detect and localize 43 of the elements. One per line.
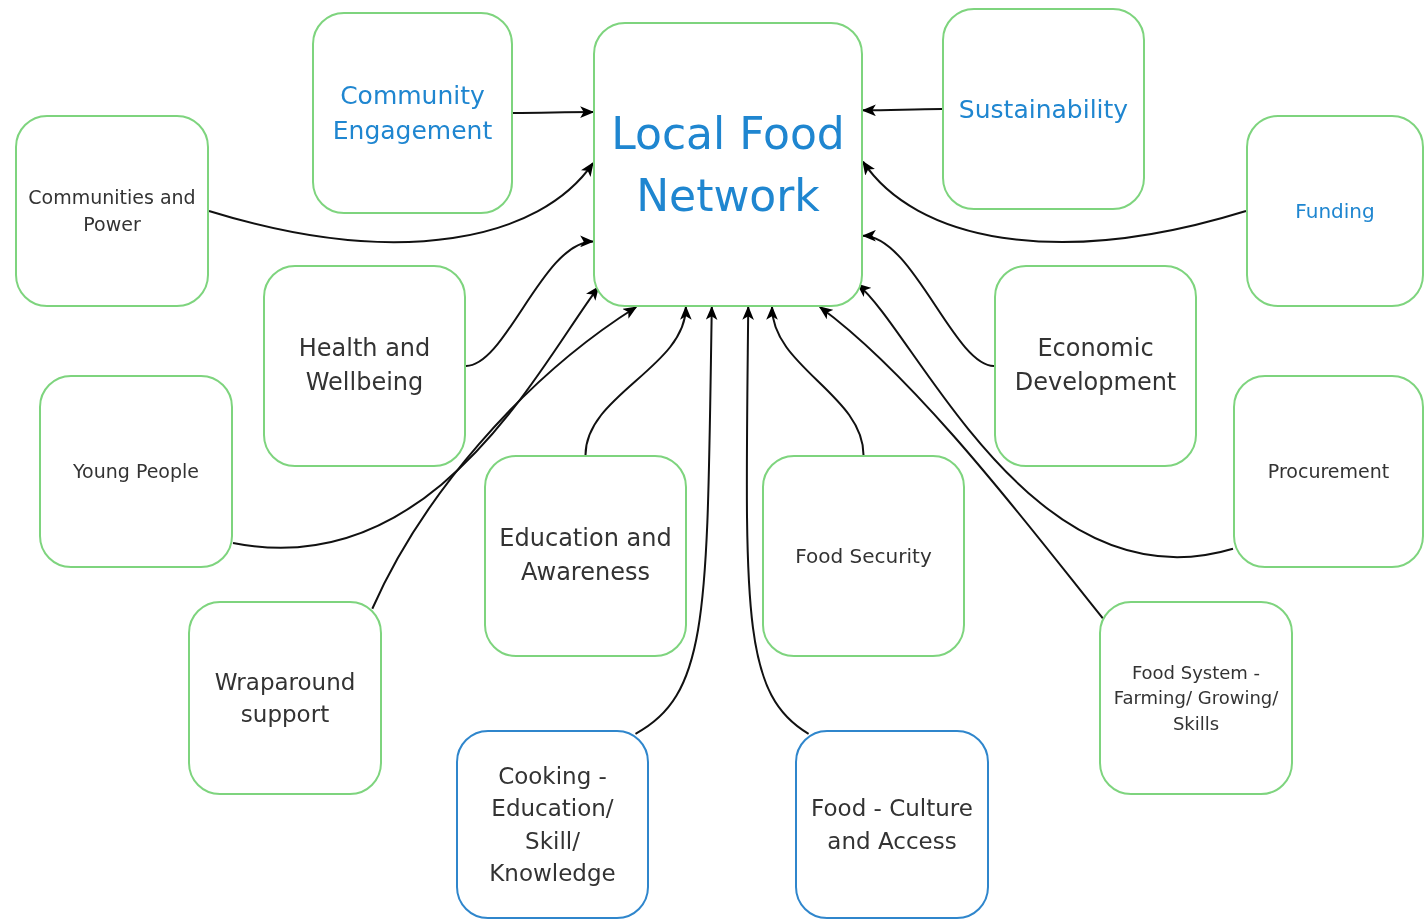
node-label: Wraparound support xyxy=(213,667,357,729)
node-label: Sustainability xyxy=(958,93,1129,126)
topic-box xyxy=(188,601,382,795)
node-label: Economic Development xyxy=(1013,333,1178,398)
topic-box xyxy=(762,455,965,657)
arrow xyxy=(584,305,690,456)
arrow xyxy=(208,162,594,243)
arrow xyxy=(371,306,638,610)
node-label: Communities and Power xyxy=(27,185,197,237)
topic-box xyxy=(942,8,1145,210)
topic-box xyxy=(1233,375,1424,568)
arrow xyxy=(512,106,595,118)
node-label: Food Security xyxy=(795,543,932,570)
topic-box xyxy=(15,115,209,307)
arrow xyxy=(818,306,1104,620)
node-label: Health and Wellbeing xyxy=(297,333,432,398)
topic-box xyxy=(263,265,466,467)
arrow xyxy=(767,305,865,456)
topic-box xyxy=(484,455,687,657)
arrow xyxy=(861,232,995,367)
topic-box xyxy=(994,265,1197,467)
node-label: Education and Awareness xyxy=(498,523,673,588)
node-label: Local Food Network xyxy=(610,106,846,223)
node-label: Funding xyxy=(1295,198,1375,225)
arrow xyxy=(634,305,718,735)
node-label: Food System - Farming/ Growing/ Skills xyxy=(1112,661,1280,736)
central-box xyxy=(593,22,863,307)
arrow xyxy=(861,104,943,117)
topic-box xyxy=(1099,601,1293,795)
topic-box xyxy=(39,375,233,568)
node-label: Cooking - Education/ Skill/ Knowledge xyxy=(488,762,617,888)
arrow xyxy=(862,160,1247,243)
node-label: Food - Culture and Access xyxy=(810,794,974,856)
topic-box xyxy=(456,730,649,919)
node-label: Young People xyxy=(73,459,199,485)
node-label: Community Engagement xyxy=(331,80,494,147)
node-label: Procurement xyxy=(1267,459,1390,485)
topic-box xyxy=(1246,115,1424,307)
topic-box xyxy=(312,12,513,214)
arrow xyxy=(465,238,595,367)
arrow xyxy=(742,305,810,735)
topic-box xyxy=(795,730,989,919)
arrow xyxy=(232,286,600,549)
